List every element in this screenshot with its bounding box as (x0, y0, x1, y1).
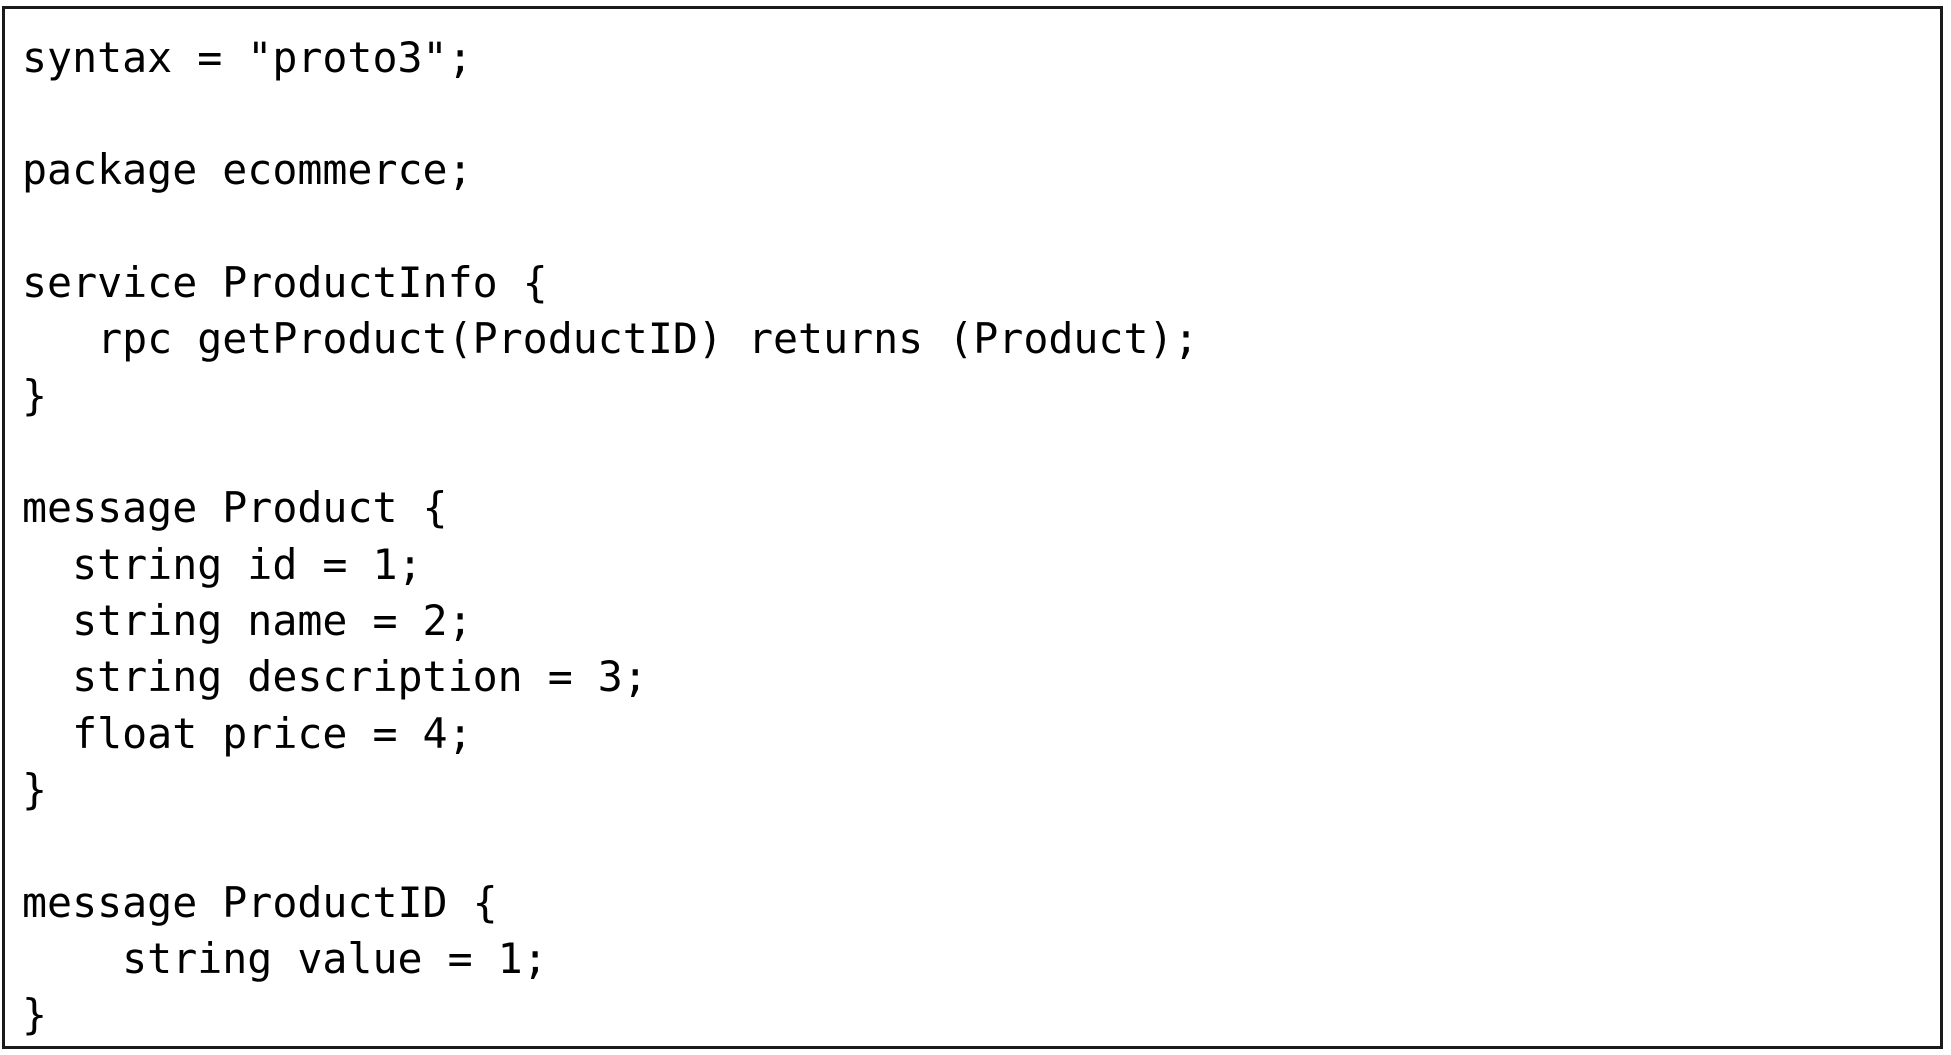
code-line-6: rpc getProduct(ProductID) returns (Produ… (22, 314, 1199, 363)
code-line-10: string id = 1; (22, 540, 423, 589)
code-line-1: syntax = "proto3"; (22, 33, 473, 82)
code-line-18: } (22, 990, 48, 1039)
code-line-5: service ProductInfo { (22, 258, 548, 307)
code-line-14: } (22, 765, 48, 814)
code-line-16: message ProductID { (22, 878, 498, 927)
code-line-13: float price = 4; (22, 709, 473, 758)
code-listing: syntax = "proto3"; package ecommerce; se… (2, 6, 1943, 1049)
code-line-12: string description = 3; (22, 652, 648, 701)
code-line-17: string value = 1; (22, 934, 548, 983)
code-line-7: } (22, 371, 48, 420)
code-line-11: string name = 2; (22, 596, 473, 645)
code-line-9: message Product { (22, 483, 448, 532)
code-line-3: package ecommerce; (22, 145, 473, 194)
